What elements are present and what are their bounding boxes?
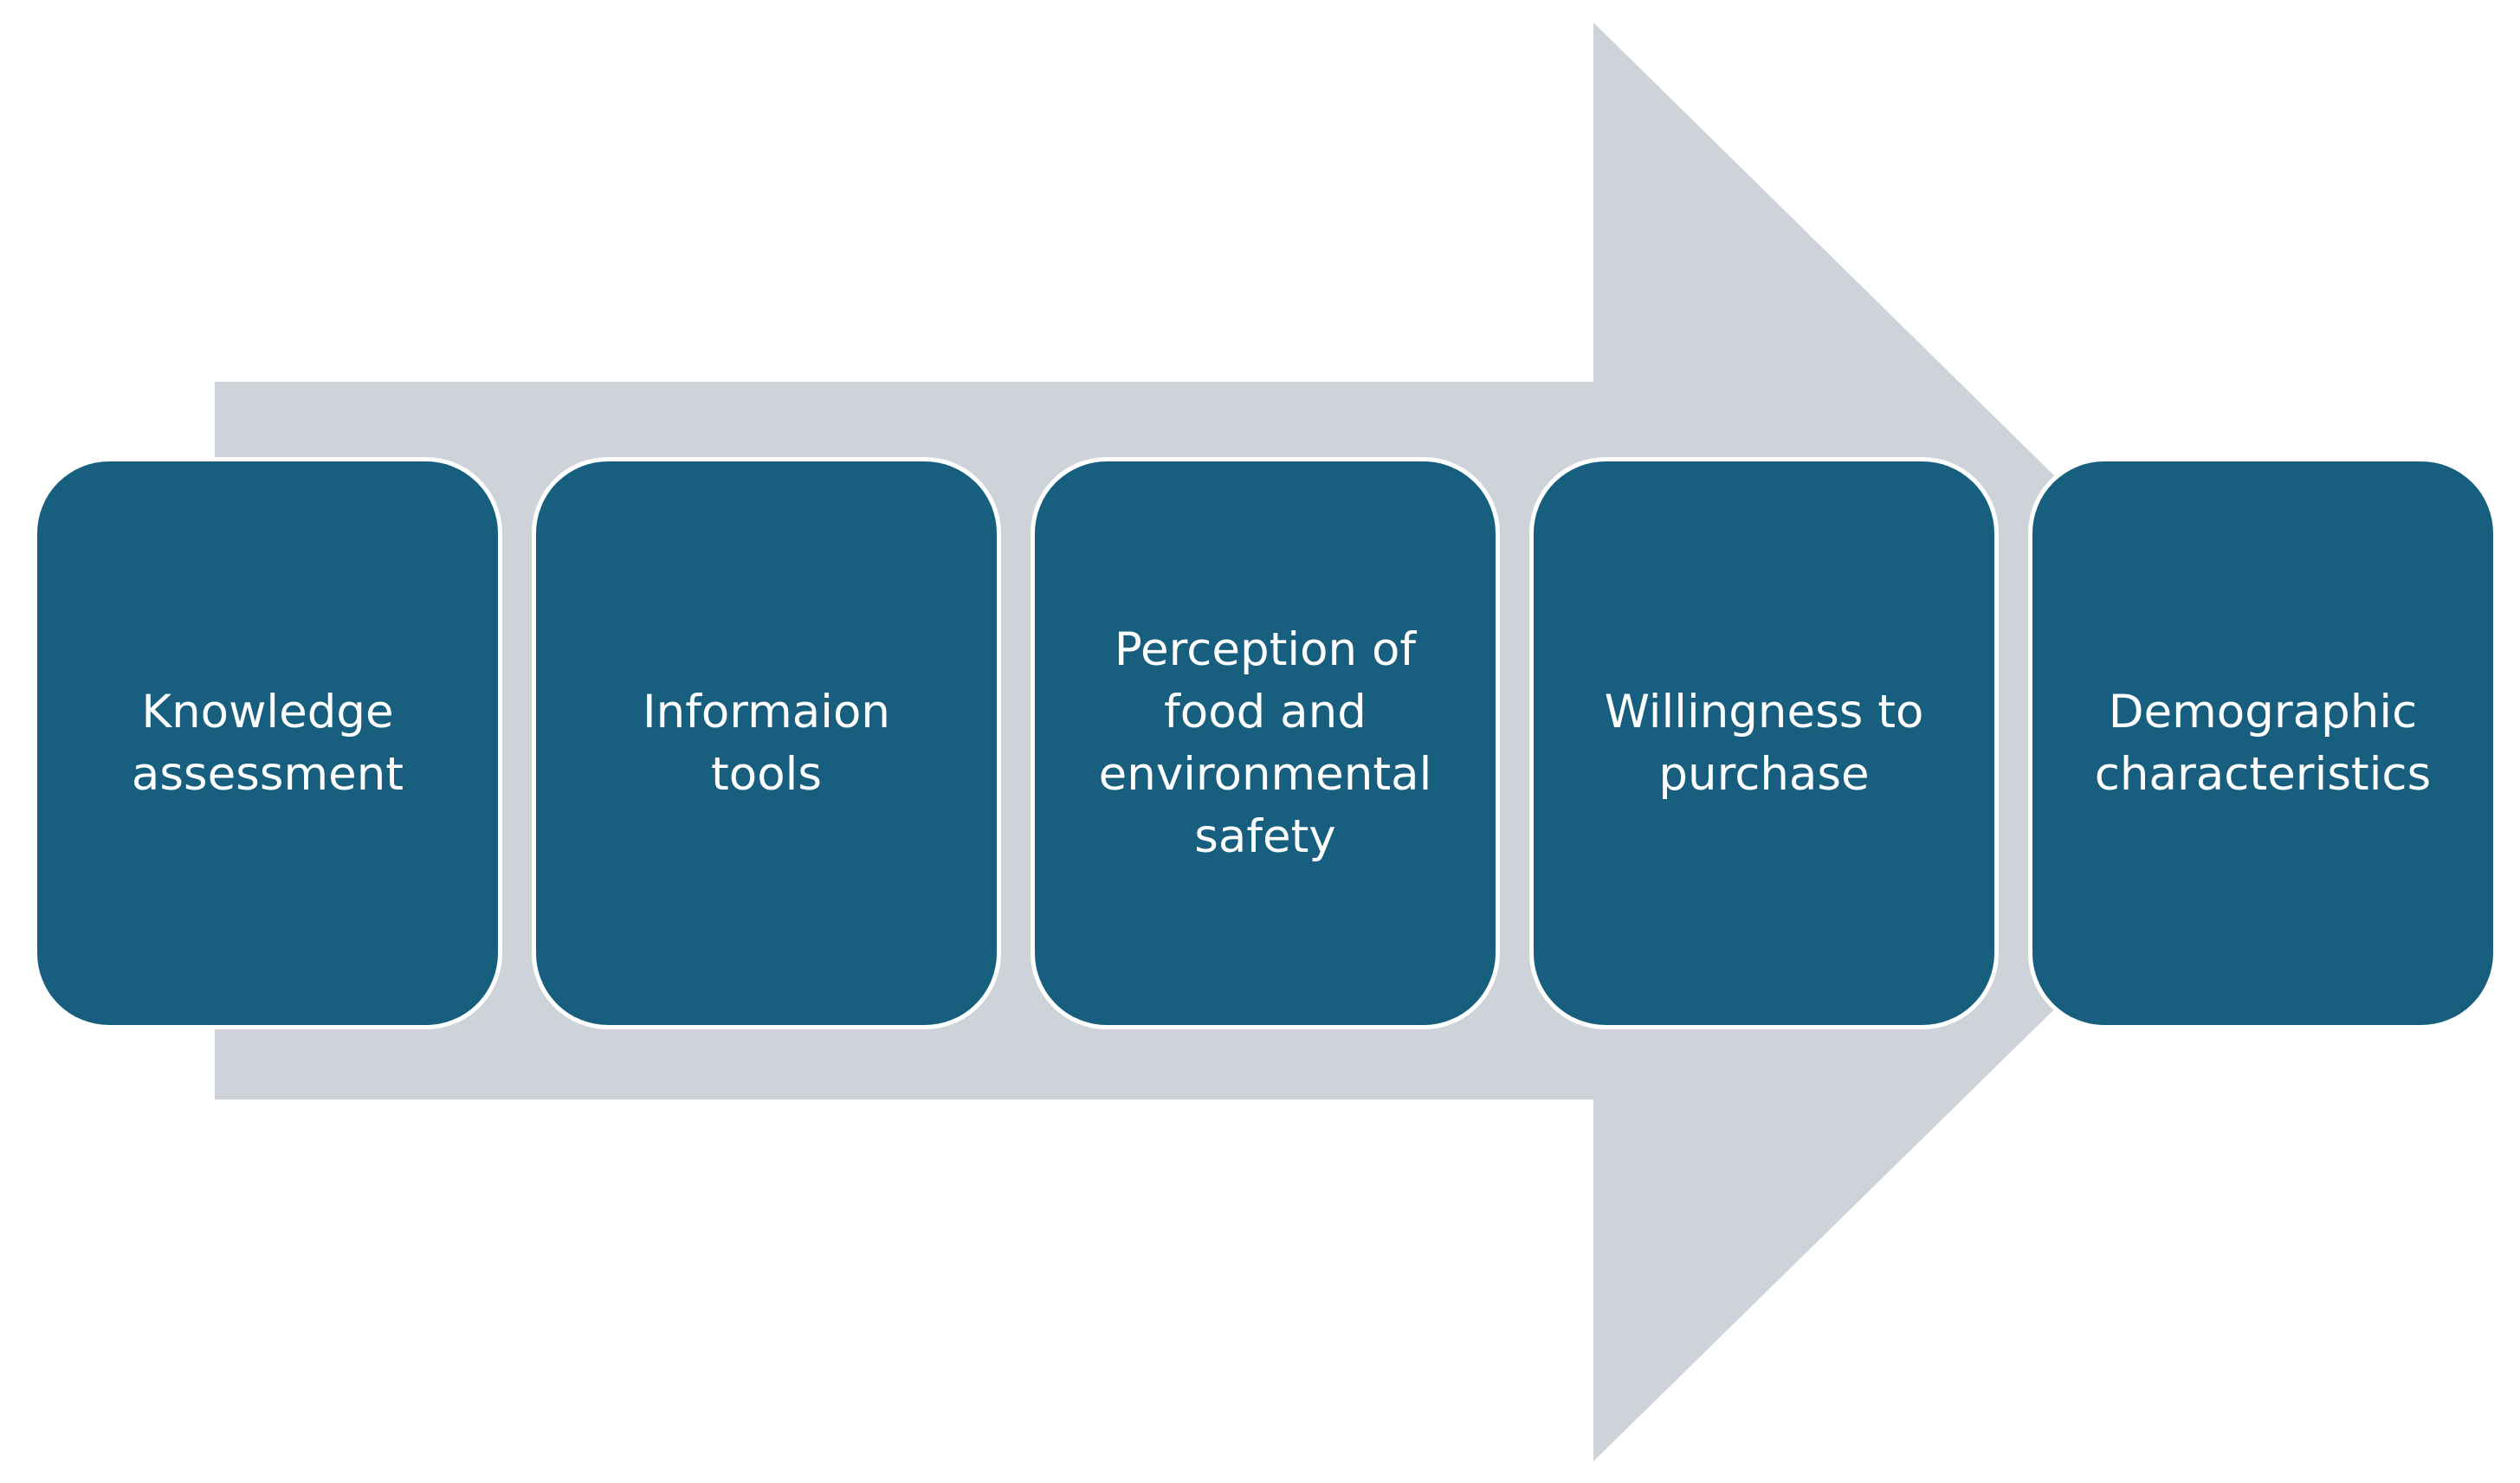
- step-demographic-characteristics: Demographic characteristics: [2028, 457, 2497, 1029]
- step-label: Willingness to purchase: [1604, 685, 1924, 801]
- step-label: Knowledge assessment: [131, 685, 404, 801]
- step-information-tools: Informaion tools: [532, 457, 1001, 1029]
- step-willingness-to-purchase: Willingness to purchase: [1529, 457, 1999, 1029]
- step-label: Demographic characteristics: [2094, 685, 2432, 801]
- step-perception-of-safety: Perception of food and environmental saf…: [1031, 457, 1500, 1029]
- step-label: Perception of food and environmental saf…: [1098, 622, 1432, 863]
- step-knowledge-assessment: Knowledge assessment: [33, 457, 502, 1029]
- step-label: Informaion tools: [642, 685, 890, 801]
